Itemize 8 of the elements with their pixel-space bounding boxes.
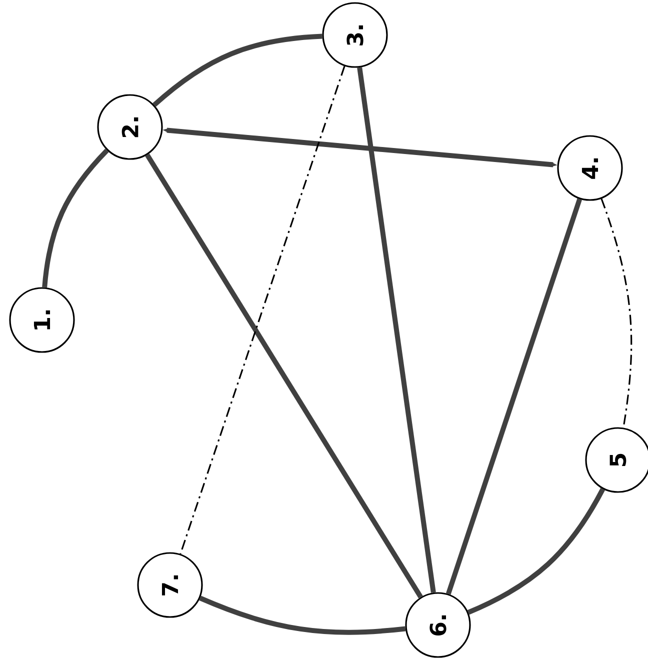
connector-line	[467, 488, 606, 615]
connector-line	[199, 596, 406, 635]
connector-line	[357, 67, 436, 593]
connector-line	[180, 66, 346, 554]
connector-line	[42, 148, 109, 288]
connector-line	[446, 198, 582, 595]
connector-line	[152, 34, 322, 107]
connector-line	[145, 154, 423, 598]
